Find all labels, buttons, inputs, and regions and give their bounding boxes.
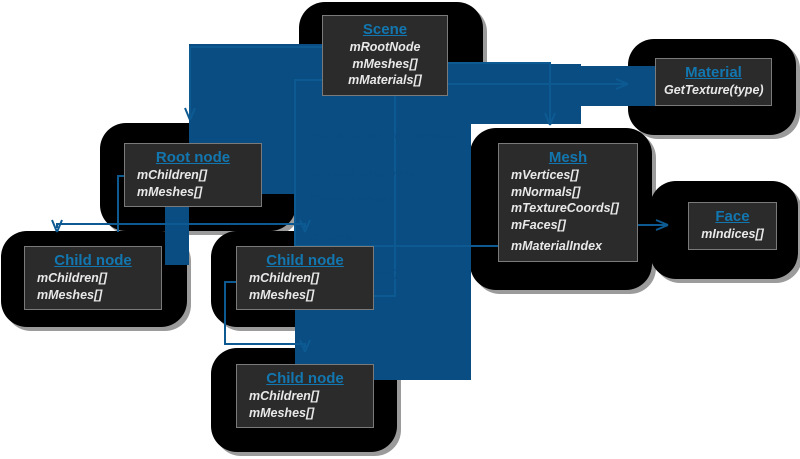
- arrowhead-root-node: [184, 107, 196, 121]
- note-line: Contains indices: [309, 193, 394, 205]
- node-field: mRootNode: [349, 40, 421, 54]
- node-field: mMeshes[]: [249, 287, 315, 302]
- connector-root-children-middle: [118, 223, 306, 228]
- node-field: mMaterialIndex: [511, 239, 603, 253]
- note-line: Contains index to a material: [313, 130, 454, 142]
- arrowhead-mesh: [544, 112, 556, 126]
- node-child-node-left[interactable]: Child node mChildren[] mMeshes[]: [24, 246, 162, 310]
- node-field: mVertices[]: [511, 168, 579, 182]
- node-field: mMeshes[]: [37, 287, 103, 302]
- node-field: mTextureCoords[]: [511, 201, 619, 215]
- node-root-node[interactable]: Root node mChildren[] mMeshes[]: [124, 143, 262, 207]
- note-line: to meshes in: [309, 230, 374, 243]
- node-field: mFaces[]: [511, 217, 566, 232]
- node-title: Mesh: [548, 149, 588, 166]
- node-field: mNormals[]: [511, 184, 581, 199]
- node-title: Scene: [362, 21, 408, 38]
- node-title: Child node: [266, 252, 344, 269]
- connector-child-children-bottom: [224, 281, 306, 348]
- arrowhead-child-bottom: [299, 339, 311, 353]
- note-line: in Scene.mMaterials[]: [313, 167, 421, 180]
- node-title: Child node: [54, 252, 132, 269]
- note-material-index: Contains index to a material in Scene.mM…: [313, 105, 453, 205]
- node-title: Material: [685, 64, 742, 81]
- connector-scene-rootnode: [189, 46, 330, 120]
- node-field: mChildren[]: [249, 389, 320, 403]
- arrowhead-face: [655, 219, 669, 231]
- node-title: Child node: [266, 370, 344, 387]
- node-field: mChildren[]: [249, 271, 320, 285]
- node-title: Root node: [155, 149, 231, 166]
- node-scene[interactable]: Scene mRootNode mMeshes[] mMaterials[]: [322, 15, 448, 96]
- arrowhead-child-left: [51, 219, 63, 233]
- node-material[interactable]: Material GetTexture(type): [655, 58, 772, 106]
- node-child-node-middle[interactable]: Child node mChildren[] mMeshes[]: [236, 246, 374, 310]
- node-field: mMeshes[]: [249, 405, 315, 420]
- node-child-node-bottom[interactable]: Child node mChildren[] mMeshes[]: [236, 364, 374, 428]
- node-field: mMeshes[]: [352, 56, 418, 71]
- connector-scene-meshes: [423, 62, 551, 125]
- node-field: mChildren[]: [37, 271, 108, 285]
- node-field: mMaterials[]: [348, 73, 422, 87]
- node-title: Face: [715, 208, 750, 225]
- node-field: mIndices[]: [701, 227, 764, 241]
- node-field: GetTexture(type): [664, 83, 764, 97]
- arrowhead-child-middle: [299, 219, 311, 233]
- node-field: mChildren[]: [137, 168, 208, 182]
- node-face[interactable]: Face mIndices[]: [688, 202, 777, 250]
- arrowhead-material: [615, 78, 629, 90]
- node-mesh[interactable]: Mesh mVertices[] mNormals[] mTextureCoor…: [498, 143, 638, 262]
- connector-materialindex-to-materials: [294, 79, 499, 247]
- node-field: mMeshes[]: [137, 184, 203, 199]
